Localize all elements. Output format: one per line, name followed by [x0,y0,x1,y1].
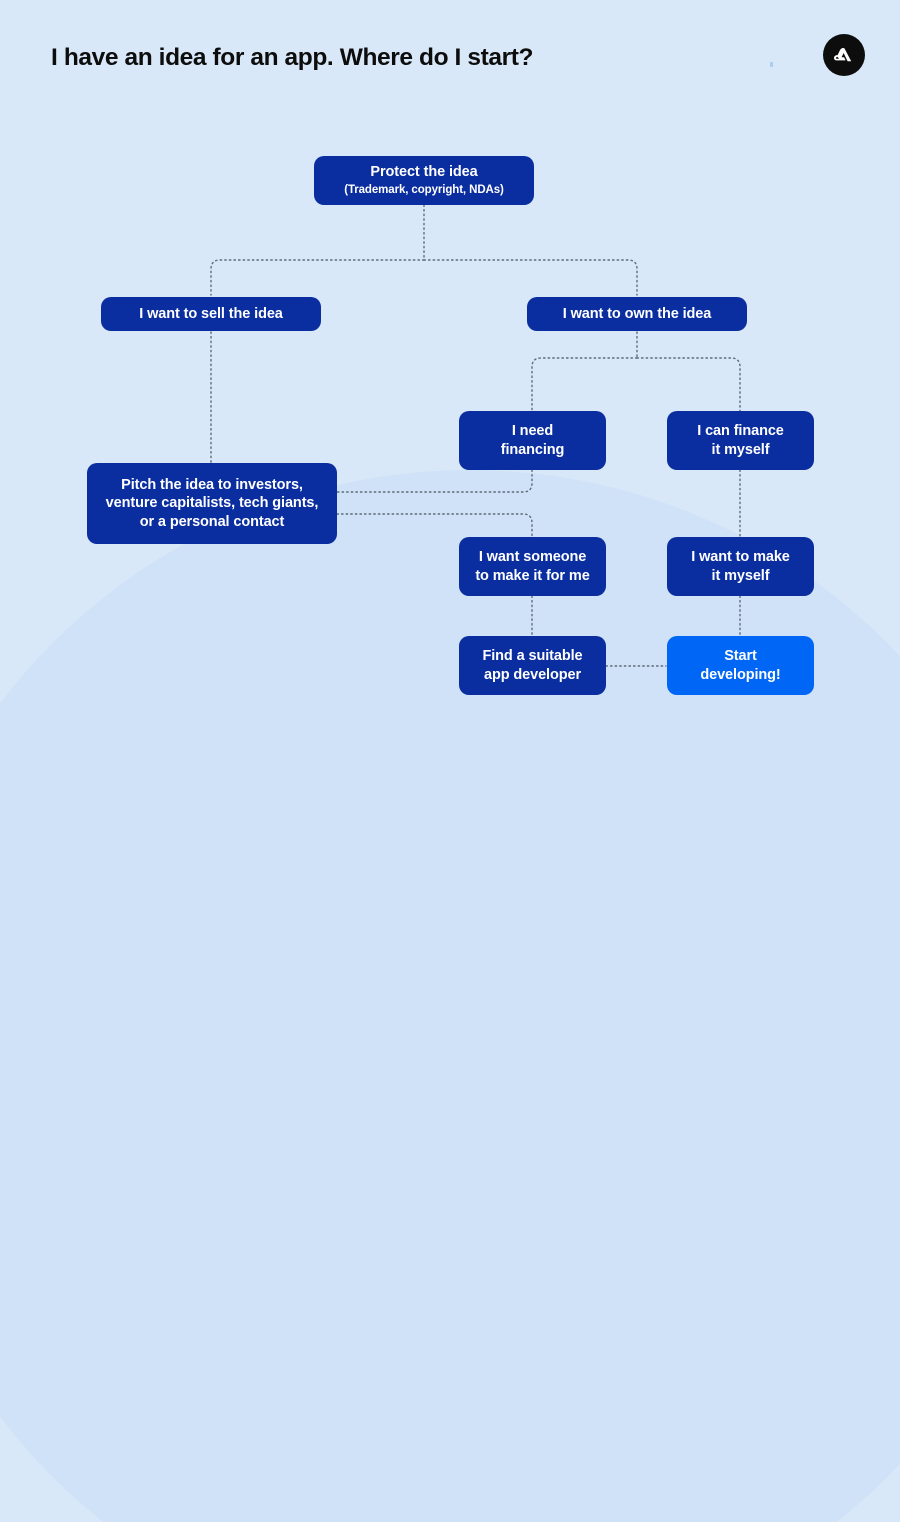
edge-split-sell [210,259,425,296]
edge-pitch-someone-else [336,513,533,538]
edge-split-own [423,259,638,296]
node-title: Start developing! [700,647,781,683]
edge-need-financing-pitch [336,469,533,493]
decorative-arc [0,470,900,1522]
node-title: Pitch the idea to investors, venture cap… [105,476,319,530]
node-need-financing[interactable]: I need financing [459,411,606,470]
node-title: Find a suitable app developer [482,647,583,683]
node-title: I want to make it myself [691,548,790,584]
node-title: I need financing [500,422,565,458]
node-protect-the-idea[interactable]: Protect the idea (Trademark, copyright, … [314,156,534,205]
node-own-the-idea[interactable]: I want to own the idea [527,297,747,331]
node-pitch-the-idea[interactable]: Pitch the idea to investors, venture cap… [87,463,337,544]
node-start-developing[interactable]: Start developing! [667,636,814,695]
brand-logo-icon [823,34,865,76]
node-title: I can finance it myself [697,422,784,458]
node-subtitle: (Trademark, copyright, NDAs) [344,184,504,197]
edge-split-need-financing [531,357,638,412]
node-can-finance-it-myself[interactable]: I can finance it myself [667,411,814,470]
node-title: I want someone to make it for me [475,548,590,584]
node-find-app-developer[interactable]: Find a suitable app developer [459,636,606,695]
node-want-to-make-it-myself[interactable]: I want to make it myself [667,537,814,596]
decorative-dot [770,62,773,67]
node-sell-the-idea[interactable]: I want to sell the idea [101,297,321,331]
node-title: I want to own the idea [562,305,712,322]
node-title: Protect the idea [370,163,478,180]
node-title: I want to sell the idea [139,305,283,322]
edge-split-self-finance [636,357,741,412]
node-want-someone-to-make-it[interactable]: I want someone to make it for me [459,537,606,596]
page-title: I have an idea for an app. Where do I st… [51,44,534,71]
